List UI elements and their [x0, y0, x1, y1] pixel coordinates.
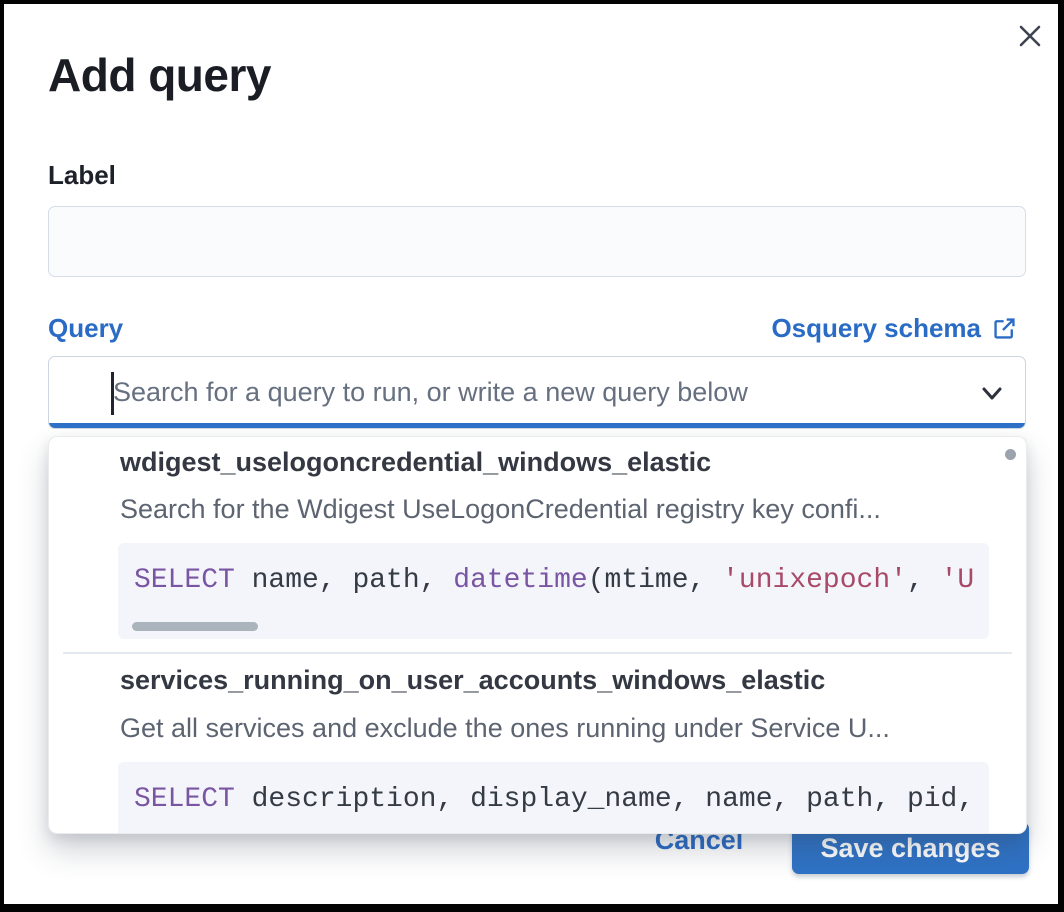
text-caret [111, 372, 114, 415]
modal-title: Add query [48, 49, 271, 101]
label-input[interactable] [48, 206, 1026, 277]
query-options-dropdown: wdigest_uselogoncredential_windows_elast… [48, 436, 1027, 834]
close-icon[interactable] [1010, 16, 1050, 56]
label-field-label: Label [48, 160, 116, 190]
option-description: Get all services and exclude the ones ru… [120, 713, 890, 743]
query-search-input[interactable] [113, 357, 955, 428]
query-field-label: Query [48, 313, 124, 343]
option-title: services_running_on_user_accounts_window… [120, 665, 826, 695]
option-title: wdigest_uselogoncredential_windows_elast… [120, 447, 712, 477]
external-link-icon [994, 318, 1015, 339]
option-description: Search for the Wdigest UseLogonCredentia… [120, 494, 881, 524]
horizontal-scrollbar-thumb[interactable] [132, 622, 258, 631]
sql-preview: SELECT name, path, datetime(mtime, 'unix… [118, 543, 989, 639]
close-x-glyph [1019, 25, 1041, 47]
chevron-down-icon[interactable] [977, 378, 1007, 408]
sql-code: SELECT name, path, datetime(mtime, 'unix… [134, 565, 975, 596]
osquery-schema-link[interactable]: Osquery schema [771, 313, 1018, 344]
query-combobox[interactable] [48, 356, 1026, 429]
vertical-scrollbar-thumb[interactable] [1005, 449, 1016, 460]
osquery-schema-link-text: Osquery schema [771, 313, 981, 343]
option-separator [63, 652, 1012, 654]
sql-code: SELECT description, display_name, name, … [134, 784, 975, 815]
sql-preview: SELECT description, display_name, name, … [118, 762, 989, 833]
